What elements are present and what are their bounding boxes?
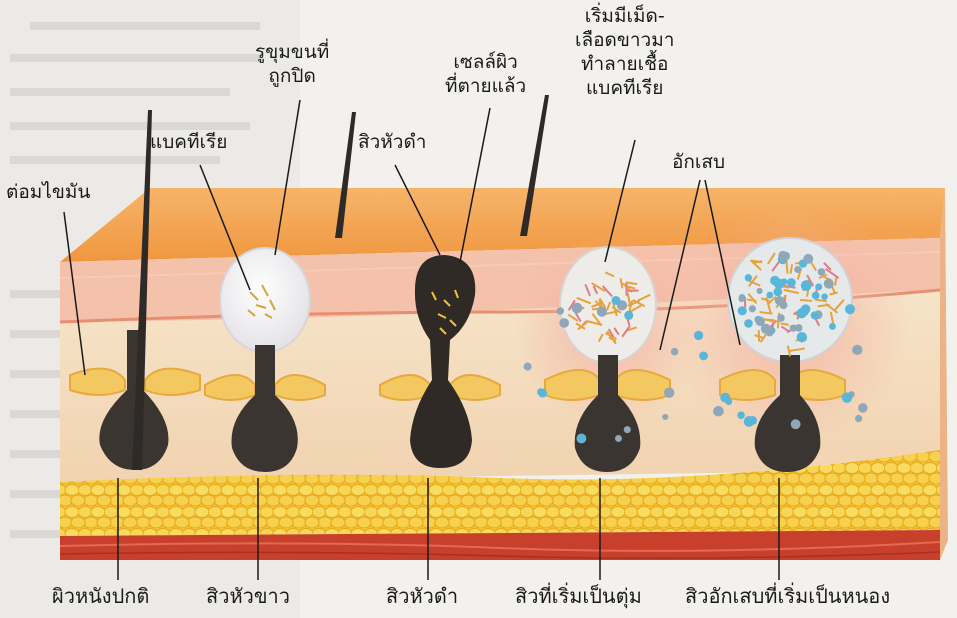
- white-blood-cell: [557, 307, 564, 314]
- pustule-pore: [728, 238, 852, 362]
- white-blood-cell: [737, 411, 745, 419]
- bacterium: [800, 300, 812, 301]
- stage-label-whitehead: สิวหัวขาว: [206, 584, 290, 608]
- white-blood-cell: [829, 323, 836, 330]
- label-closed-pore: รูขุมขนที่ ถูกปิด: [255, 40, 329, 88]
- white-blood-cell: [662, 414, 668, 420]
- white-blood-cell: [597, 307, 607, 317]
- white-blood-cell: [791, 419, 801, 429]
- white-blood-cell: [664, 388, 674, 398]
- label-dead-skin-cells: เซลล์ผิว ที่ตายแล้ว: [445, 50, 526, 98]
- label-blackhead-top: สิวหัวดำ: [358, 130, 426, 154]
- white-blood-cell: [744, 416, 755, 427]
- white-blood-cell: [757, 288, 763, 294]
- white-blood-cell: [775, 296, 784, 305]
- white-blood-cell: [699, 351, 708, 360]
- white-blood-cell: [858, 403, 867, 412]
- white-blood-cell: [842, 392, 853, 403]
- white-blood-cell: [694, 331, 703, 340]
- white-blood-cell: [845, 304, 855, 314]
- label-white-blood-cells: เริ่มมีเม็ด- เลือดขาวมา ทำลายเชื้อ แบคที…: [575, 4, 674, 100]
- white-blood-cell: [824, 279, 834, 289]
- label-sebaceous-gland: ต่อมไขมัน: [6, 180, 90, 204]
- white-blood-cell: [738, 296, 744, 302]
- white-blood-cell: [624, 426, 631, 433]
- white-blood-cell: [777, 314, 785, 322]
- white-blood-cell: [794, 266, 801, 273]
- stage-label-normal-skin: ผิวหนังปกติ: [52, 584, 149, 608]
- stage-label-pustule: สิวอักเสบที่เริ่มเป็นหนอง: [685, 584, 890, 608]
- white-blood-cell: [766, 292, 773, 299]
- white-blood-cell: [797, 332, 807, 342]
- white-blood-cell: [799, 306, 809, 316]
- white-blood-cell: [538, 389, 547, 398]
- white-blood-cell: [615, 435, 622, 442]
- white-blood-cell: [852, 345, 862, 355]
- white-blood-cell: [749, 305, 756, 312]
- white-blood-cell: [744, 319, 753, 328]
- white-blood-cell: [815, 283, 822, 290]
- white-blood-cell: [821, 293, 828, 300]
- block-side: [940, 188, 948, 560]
- white-blood-cell: [781, 278, 788, 285]
- white-blood-cell: [761, 324, 771, 334]
- white-blood-cell: [812, 292, 820, 300]
- white-blood-cell: [524, 363, 532, 371]
- white-blood-cell: [577, 434, 587, 444]
- white-blood-cell: [801, 280, 812, 291]
- stage-label-papule: สิวที่เริ่มเป็นตุ่ม: [515, 584, 642, 608]
- white-blood-cell: [855, 415, 862, 422]
- white-blood-cell: [803, 254, 813, 264]
- white-blood-cell: [787, 278, 796, 287]
- bacterium: [786, 261, 787, 274]
- white-blood-cell: [790, 324, 797, 331]
- white-blood-cell: [811, 311, 819, 319]
- white-blood-cell: [572, 303, 583, 314]
- white-blood-cell: [559, 318, 569, 328]
- white-blood-cell: [738, 306, 747, 315]
- white-blood-cell: [713, 406, 724, 417]
- white-blood-cell: [611, 296, 620, 305]
- label-bacteria: แบคทีเรีย: [150, 130, 227, 154]
- label-inflammation: อักเสบ: [672, 150, 725, 174]
- white-blood-cell: [778, 251, 787, 260]
- closed-pore: [220, 248, 310, 352]
- white-blood-cell: [624, 311, 633, 320]
- white-blood-cell: [818, 268, 826, 276]
- white-blood-cell: [745, 274, 752, 281]
- white-blood-cell: [725, 398, 732, 405]
- white-blood-cell: [671, 348, 678, 355]
- stage-label-blackhead: สิวหัวดำ: [386, 584, 458, 608]
